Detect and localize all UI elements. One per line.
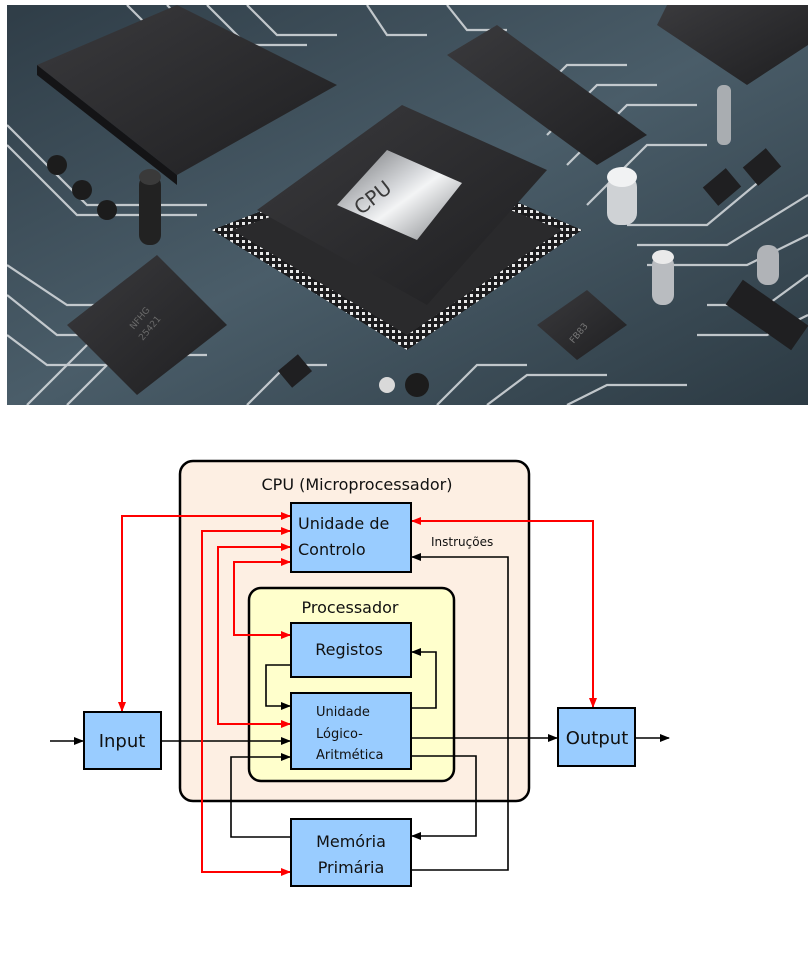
chip-top-right — [657, 5, 808, 85]
signal-control-to-alu — [217, 543, 291, 728]
block-alu-line3: Aritmética — [316, 748, 383, 763]
chip-left-dip — [37, 5, 337, 185]
block-memory: Memória Primária — [290, 818, 412, 887]
signal-control-to-output — [411, 517, 597, 708]
chip-top-right-dip — [447, 25, 647, 165]
block-control-unit: Unidade de Controlo — [290, 502, 412, 573]
block-memory-line2: Primária — [318, 858, 385, 877]
control-signals — [118, 512, 597, 876]
cpu-chip: CPU — [212, 105, 582, 350]
block-output-label: Output — [566, 728, 629, 749]
block-input-label: Input — [99, 731, 146, 752]
edge-alu-to-memory — [411, 755, 477, 840]
circuit-board-photo: CPU NFHG 25421 FB83 — [7, 5, 808, 405]
signal-control-to-input — [118, 512, 291, 712]
cpu-container-title: CPU (Microprocessador) — [262, 475, 453, 494]
block-control-unit-line1: Unidade de — [298, 514, 389, 533]
block-alu-line1: Unidade — [316, 705, 370, 720]
block-control-unit-line2: Controlo — [298, 540, 366, 559]
chip-nfhg: NFHG 25421 — [67, 255, 227, 395]
block-output: Output — [557, 707, 636, 767]
edge-label-instructions: Instruções — [431, 535, 493, 549]
signal-control-to-memory — [201, 527, 291, 876]
capacitors — [47, 85, 779, 397]
edge-memory-to-alu — [230, 753, 291, 838]
block-alu-line2: Lógico- — [316, 727, 363, 742]
block-memory-line1: Memória — [316, 832, 386, 851]
block-registers-label: Registos — [315, 640, 383, 659]
signal-control-to-registers — [233, 558, 291, 639]
block-alu: Unidade Lógico- Aritmética — [290, 692, 412, 770]
processor-container-title: Processador — [301, 598, 398, 617]
chip-fb83: FB83 — [537, 290, 627, 360]
block-input: Input — [83, 711, 162, 770]
block-registers: Registos — [290, 622, 412, 678]
chip-b8 — [277, 148, 808, 388]
